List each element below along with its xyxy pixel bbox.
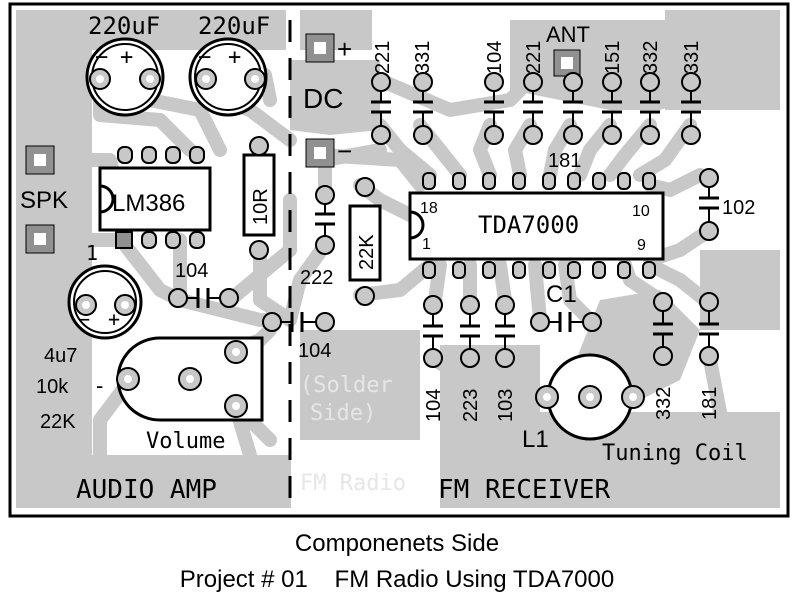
tda7000-label: TDA7000 (478, 211, 579, 239)
svg-text:−: − (95, 45, 108, 70)
pot-value-10k: 10k (36, 376, 69, 398)
cap1-value: 220uF (88, 12, 160, 40)
tuning-coil-label: Tuning Coil (602, 441, 748, 466)
pot-value-22k: 22K (40, 411, 76, 433)
c181-top-label: 181 (548, 150, 581, 172)
tda7000-ic (408, 191, 665, 261)
tda-pin9: 9 (637, 237, 646, 254)
tda-pin10: 10 (632, 203, 650, 220)
top-cap-labels: 221 331 104 221 151 332 331 (372, 41, 703, 74)
ant-label: ANT (546, 22, 590, 47)
resistor-10r (242, 136, 276, 260)
dc-plus: + (337, 34, 352, 64)
svg-text:+: + (228, 45, 241, 70)
svg-text:181: 181 (699, 387, 721, 420)
svg-text:221: 221 (523, 41, 545, 74)
c104-amp-label: 104 (175, 260, 208, 282)
r22k-label: 22K (356, 234, 378, 270)
svg-text:104: 104 (484, 41, 506, 74)
svg-text:223: 223 (460, 389, 482, 422)
electrolytic-cap-220uf-1: − + (85, 37, 165, 117)
caption-project-title: Project # 01 FM Radio Using TDA7000 (179, 566, 615, 593)
copper-layer (16, 10, 780, 508)
amp-cap-value: 4u7 (44, 345, 77, 367)
svg-text:−: − (198, 45, 211, 70)
tda7000-pins-top (422, 172, 656, 190)
svg-text:103: 103 (495, 389, 517, 422)
svg-text:+: + (108, 307, 120, 331)
svg-text:332: 332 (640, 41, 662, 74)
svg-text:221: 221 (372, 41, 394, 74)
solder-side-ghost-text: (Solder Side) FM Radio (300, 373, 406, 496)
cap-104-amp (168, 288, 239, 308)
svg-text:Side): Side) (310, 401, 376, 426)
svg-text:(Solder: (Solder (300, 373, 393, 398)
volume-pot (116, 336, 264, 422)
bottom-cap-labels: 104 223 103 332 181 (423, 387, 721, 422)
cap-102 (699, 168, 719, 241)
volume-label: Volume (146, 429, 225, 454)
r10-label: 10R (250, 188, 272, 225)
amp-cap-pin: 1 (86, 241, 98, 265)
cap2-value: 220uF (198, 12, 270, 40)
lm386-ic (98, 146, 212, 249)
spk-label: SPK (20, 187, 68, 214)
tda-pin1: 1 (422, 236, 431, 253)
c1-label: C1 (546, 281, 577, 308)
l1-label: L1 (522, 426, 549, 453)
svg-text:332: 332 (653, 387, 675, 420)
svg-text:FM Radio: FM Radio (300, 471, 406, 496)
tda7000-pins-bottom (422, 261, 656, 279)
c222-label: 222 (300, 267, 333, 289)
electrolytic-cap-220uf-2: − + (188, 37, 268, 117)
cap-104-mid (262, 312, 335, 332)
svg-text:331: 331 (681, 41, 703, 74)
resistor-22k (348, 177, 382, 306)
pot-minus: - (96, 373, 103, 398)
electrolytic-cap-4u7: − + (67, 264, 143, 340)
dc-minus: − (337, 136, 352, 166)
dc-label: DC (303, 83, 343, 114)
speaker-pads (25, 145, 55, 254)
top-caps (371, 72, 701, 145)
ant-pad (553, 49, 581, 77)
caption-components-side: Componenets Side (294, 530, 500, 557)
c104-mid-label: 104 (298, 340, 331, 362)
svg-text:104: 104 (423, 389, 445, 422)
svg-text:151: 151 (602, 41, 624, 74)
svg-text:331: 331 (412, 41, 434, 74)
cap-222 (315, 185, 335, 255)
lm386-label: LM386 (112, 190, 185, 217)
tuning-coil-l1 (535, 353, 645, 441)
bottom-caps (423, 292, 719, 368)
c102-label: 102 (722, 197, 755, 219)
dc-pads (305, 33, 335, 168)
audio-amp-title: AUDIO AMP (76, 475, 217, 505)
tda-pin18: 18 (420, 200, 438, 217)
svg-text:+: + (120, 45, 133, 70)
cap-c1 (530, 312, 602, 332)
fm-receiver-title: FM RECEIVER (438, 475, 611, 505)
svg-text:−: − (78, 307, 90, 331)
